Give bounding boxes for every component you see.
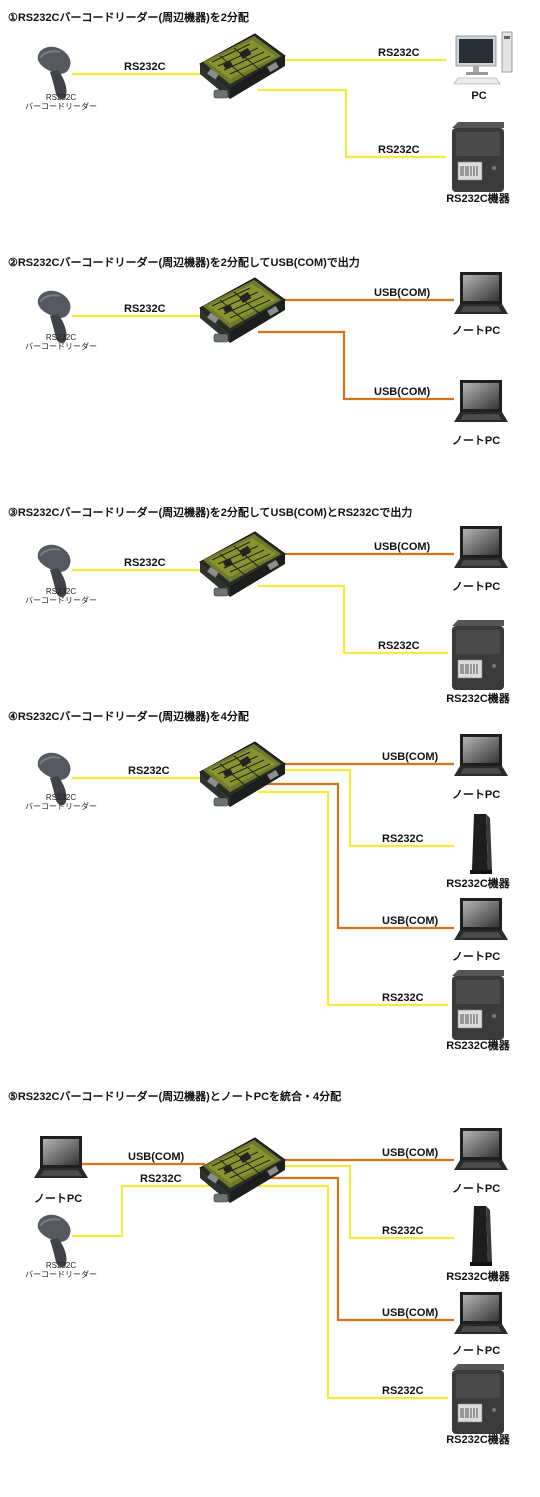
section-5-title: ⑤RS232Cバーコードリーダー(周辺機器)とノートPCを統合・4分配 bbox=[8, 1089, 341, 1103]
wire-rs232c bbox=[258, 584, 448, 655]
wire-rs232c bbox=[258, 790, 448, 1007]
desktop-pc-icon bbox=[453, 31, 513, 85]
laptop-label: ノートPC bbox=[452, 434, 500, 447]
scanner-label-line1: RS232C bbox=[46, 1261, 76, 1270]
rs232c-device-label: RS232C機器 bbox=[446, 1269, 511, 1283]
serial-splitter-board-icon bbox=[199, 531, 286, 598]
link-label: RS232C bbox=[128, 765, 170, 777]
section-5: ⑤RS232Cバーコードリーダー(周辺機器)とノートPCを統合・4分配 ノートP… bbox=[8, 1089, 511, 1446]
scanner-label-line1: RS232C bbox=[46, 333, 76, 342]
link-label: RS232C bbox=[124, 61, 166, 73]
laptop-label: ノートPC bbox=[34, 1192, 82, 1205]
link-label: USB(COM) bbox=[128, 1151, 185, 1163]
section-4: ④RS232Cバーコードリーダー(周辺機器)を4分配 RS232C バーコードリ… bbox=[8, 709, 511, 1052]
link-label: USB(COM) bbox=[382, 1147, 439, 1159]
link-label: RS232C bbox=[378, 640, 420, 652]
label-printer-icon bbox=[451, 619, 505, 691]
laptop-icon bbox=[453, 379, 509, 423]
serial-splitter-board-icon bbox=[199, 741, 286, 808]
rs232c-device-label: RS232C機器 bbox=[446, 876, 511, 890]
laptop-icon bbox=[453, 1127, 509, 1171]
link-label: RS232C bbox=[124, 557, 166, 569]
link-label: RS232C bbox=[378, 144, 420, 156]
laptop-label: ノートPC bbox=[452, 580, 500, 593]
label-printer-icon bbox=[451, 969, 505, 1041]
section-4-title: ④RS232Cバーコードリーダー(周辺機器)を4分配 bbox=[8, 709, 249, 723]
section-1-title: ①RS232Cバーコードリーダー(周辺機器)を2分配 bbox=[8, 10, 249, 24]
laptop-label: ノートPC bbox=[452, 950, 500, 963]
wire-usb bbox=[258, 330, 454, 401]
laptop-icon bbox=[33, 1135, 89, 1179]
wire-rs232c bbox=[258, 88, 446, 159]
scanner-label-line2: バーコードリーダー bbox=[25, 341, 97, 351]
wire-usb bbox=[262, 782, 454, 930]
section-2: ②RS232Cバーコードリーダー(周辺機器)を2分配してUSB(COM)で出力 … bbox=[8, 255, 509, 447]
link-label: RS232C bbox=[382, 1385, 424, 1397]
barcode-scanner-icon bbox=[36, 1213, 72, 1269]
section-1: ①RS232Cバーコードリーダー(周辺機器)を2分配 RS232C バーコードリ… bbox=[8, 10, 513, 205]
wire-rs232c bbox=[268, 768, 454, 848]
scanner-label-line1: RS232C bbox=[46, 587, 76, 596]
rs232c-device-label: RS232C機器 bbox=[446, 1432, 511, 1446]
serial-splitter-board-icon bbox=[199, 277, 286, 344]
link-label: USB(COM) bbox=[374, 386, 431, 398]
tower-device-icon bbox=[470, 814, 492, 874]
rs232c-device-label: RS232C機器 bbox=[446, 1038, 511, 1052]
link-label: USB(COM) bbox=[374, 541, 431, 553]
wire-rs232c bbox=[258, 1184, 448, 1400]
link-label: USB(COM) bbox=[382, 915, 439, 927]
laptop-icon bbox=[453, 733, 509, 777]
link-label: USB(COM) bbox=[382, 1307, 439, 1319]
link-label: RS232C bbox=[124, 303, 166, 315]
wire-usb bbox=[262, 1176, 454, 1322]
pc-label: PC bbox=[471, 90, 486, 102]
laptop-label: ノートPC bbox=[452, 324, 500, 337]
wire-rs232c bbox=[268, 1164, 454, 1240]
barcode-scanner-icon bbox=[36, 45, 72, 101]
link-label: RS232C bbox=[140, 1173, 182, 1185]
scanner-label-line2: バーコードリーダー bbox=[25, 801, 97, 811]
link-label: RS232C bbox=[382, 833, 424, 845]
scanner-label-line1: RS232C bbox=[46, 793, 76, 802]
serial-splitter-board-icon bbox=[199, 1137, 286, 1204]
section-2-title: ②RS232Cバーコードリーダー(周辺機器)を2分配してUSB(COM)で出力 bbox=[8, 255, 360, 269]
section-3: ③RS232Cバーコードリーダー(周辺機器)を2分配してUSB(COM)とRS2… bbox=[8, 505, 511, 705]
link-label: RS232C bbox=[382, 1225, 424, 1237]
scanner-label-line1: RS232C bbox=[46, 93, 76, 102]
laptop-icon bbox=[453, 525, 509, 569]
label-printer-icon bbox=[451, 1363, 505, 1435]
laptop-label: ノートPC bbox=[452, 1182, 500, 1195]
wire-rs232c bbox=[72, 1184, 210, 1238]
tower-device-icon bbox=[470, 1206, 492, 1266]
scanner-label-line2: バーコードリーダー bbox=[25, 595, 97, 605]
section-3-title: ③RS232Cバーコードリーダー(周辺機器)を2分配してUSB(COM)とRS2… bbox=[8, 505, 412, 519]
laptop-icon bbox=[453, 271, 509, 315]
laptop-icon bbox=[453, 897, 509, 941]
link-label: RS232C bbox=[378, 47, 420, 59]
link-label: USB(COM) bbox=[382, 751, 439, 763]
scanner-label-line2: バーコードリーダー bbox=[25, 1269, 97, 1279]
laptop-label: ノートPC bbox=[452, 788, 500, 801]
scanner-label-line2: バーコードリーダー bbox=[25, 101, 97, 111]
label-printer-icon bbox=[451, 121, 505, 193]
rs232c-device-label: RS232C機器 bbox=[446, 191, 511, 205]
laptop-icon bbox=[453, 1291, 509, 1335]
link-label: USB(COM) bbox=[374, 287, 431, 299]
rs232c-device-label: RS232C機器 bbox=[446, 691, 511, 705]
laptop-label: ノートPC bbox=[452, 1344, 500, 1357]
link-label: RS232C bbox=[382, 992, 424, 1004]
